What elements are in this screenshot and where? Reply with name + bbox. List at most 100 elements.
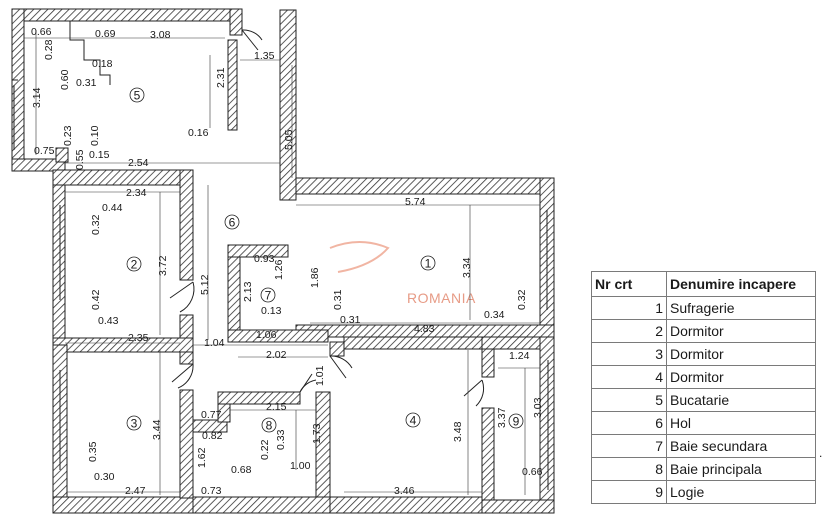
dim-label: 0.18 bbox=[92, 58, 113, 70]
dim-label: 0.33 bbox=[275, 429, 287, 450]
dim-label: 1.01 bbox=[314, 365, 326, 386]
dim-label: 0.23 bbox=[62, 125, 74, 146]
dim-label: 0.69 bbox=[95, 28, 116, 40]
dim-label: 2.35 bbox=[128, 332, 149, 344]
legend-nr: 3 bbox=[591, 342, 667, 366]
dim-label: 3.48 bbox=[452, 421, 464, 442]
dim-label: 2.15 bbox=[266, 401, 287, 413]
dim-label: 3.72 bbox=[157, 255, 169, 276]
dim-label: 5.74 bbox=[405, 196, 426, 208]
dim-label: 1.04 bbox=[204, 337, 225, 349]
legend-nr: 1 bbox=[591, 296, 667, 320]
legend-name: Dormitor bbox=[666, 342, 816, 366]
dimension-labels: 0.66 0.69 3.08 0.28 0.18 0.60 0.31 3.14 … bbox=[31, 26, 544, 497]
dim-label: 0.93 bbox=[254, 253, 275, 265]
room-8-marker: 8 bbox=[261, 417, 277, 433]
dim-label: 0.31 bbox=[332, 289, 344, 310]
dim-label: 0.77 bbox=[201, 409, 222, 421]
dim-label: 1.35 bbox=[254, 50, 275, 62]
dim-label: 3.14 bbox=[31, 87, 43, 108]
dim-label: 0.13 bbox=[261, 305, 282, 317]
dim-label: 1.73 bbox=[311, 423, 323, 444]
dim-label: 1.62 bbox=[196, 447, 208, 468]
dim-label: 2.02 bbox=[266, 349, 287, 361]
dim-label: 0.28 bbox=[43, 39, 55, 60]
room-3-label: 3 bbox=[131, 417, 138, 431]
legend-name: Baie secundara bbox=[666, 434, 816, 458]
legend-name: Logie bbox=[666, 480, 816, 504]
dim-label: 0.10 bbox=[89, 125, 101, 146]
dim-label: 5.05 bbox=[283, 129, 295, 150]
legend-nr: 7 bbox=[591, 434, 667, 458]
dim-label: 0.82 bbox=[202, 430, 223, 442]
legend-name: Dormitor bbox=[666, 365, 816, 389]
dim-label: 2.47 bbox=[125, 485, 146, 497]
dim-label: 0.22 bbox=[259, 439, 271, 460]
dim-label: 2.34 bbox=[126, 187, 147, 199]
room-1-label: 1 bbox=[425, 257, 432, 271]
legend-name: Bucatarie bbox=[666, 388, 816, 412]
dim-label: 1.86 bbox=[309, 267, 321, 288]
room-8-label: 8 bbox=[266, 419, 273, 433]
trailing-mark: . bbox=[819, 446, 823, 460]
watermark-text: ROMANIA bbox=[407, 290, 476, 306]
room-6-marker: 6 bbox=[224, 214, 240, 230]
legend-name: Hol bbox=[666, 411, 816, 435]
legend-name: Baie principala bbox=[666, 457, 816, 481]
dimension-lines bbox=[24, 30, 540, 495]
room-1-marker: 1 bbox=[420, 255, 436, 271]
dim-label: 4.83 bbox=[414, 323, 435, 335]
room-4-marker: 4 bbox=[405, 412, 421, 428]
legend-nr: 2 bbox=[591, 319, 667, 343]
doors bbox=[169, 29, 485, 407]
dim-label: 3.34 bbox=[461, 257, 473, 278]
legend-name: Sufragerie bbox=[666, 296, 816, 320]
room-6-label: 6 bbox=[229, 216, 236, 230]
legend-nr: 4 bbox=[591, 365, 667, 389]
room-9-marker: 9 bbox=[508, 413, 524, 429]
room-7-label: 7 bbox=[265, 289, 272, 303]
dim-label: 3.08 bbox=[150, 29, 171, 41]
legend-nr: 9 bbox=[591, 480, 667, 504]
dim-label: 0.15 bbox=[89, 149, 110, 161]
legend-nr: 8 bbox=[591, 457, 667, 481]
legend-name: Dormitor bbox=[666, 319, 816, 343]
dim-label: 0.32 bbox=[516, 289, 528, 310]
legend-nr: 5 bbox=[591, 388, 667, 412]
windows bbox=[12, 79, 549, 490]
room-3-marker: 3 bbox=[126, 415, 142, 431]
dim-label: 0.32 bbox=[90, 214, 102, 235]
dim-label: 0.60 bbox=[59, 69, 71, 90]
watermark: ROMANIA bbox=[329, 241, 476, 306]
dim-label: 0.35 bbox=[87, 441, 99, 462]
room-2-label: 2 bbox=[131, 258, 138, 272]
dim-label: 0.66 bbox=[31, 26, 52, 38]
dim-label: 0.75 bbox=[34, 145, 55, 157]
dim-label: 5.12 bbox=[199, 274, 211, 295]
legend-header-name: Denumire incapere bbox=[666, 271, 816, 297]
dim-label: 2.31 bbox=[215, 67, 227, 88]
room-5-label: 5 bbox=[134, 89, 141, 103]
dim-label: 0.43 bbox=[98, 315, 119, 327]
dim-label: 2.13 bbox=[242, 281, 254, 302]
dim-label: 0.68 bbox=[231, 464, 252, 476]
dim-label: 3.37 bbox=[496, 407, 508, 428]
dim-label: 0.55 bbox=[74, 149, 86, 170]
room-markers: 1 2 3 4 5 6 7 8 9 bbox=[126, 87, 524, 433]
room-4-label: 4 bbox=[410, 414, 417, 428]
dim-label: 0.16 bbox=[188, 127, 209, 139]
room-5-marker: 5 bbox=[129, 87, 145, 103]
legend-header-row: Nr crt Denumire incapere bbox=[591, 271, 816, 297]
room-7-marker: 7 bbox=[260, 287, 276, 303]
dim-label: 0.31 bbox=[76, 77, 97, 89]
walls bbox=[11, 8, 555, 514]
dim-label: 2.54 bbox=[128, 157, 149, 169]
dim-label: 3.03 bbox=[532, 397, 544, 418]
room-9-label: 9 bbox=[513, 415, 520, 429]
